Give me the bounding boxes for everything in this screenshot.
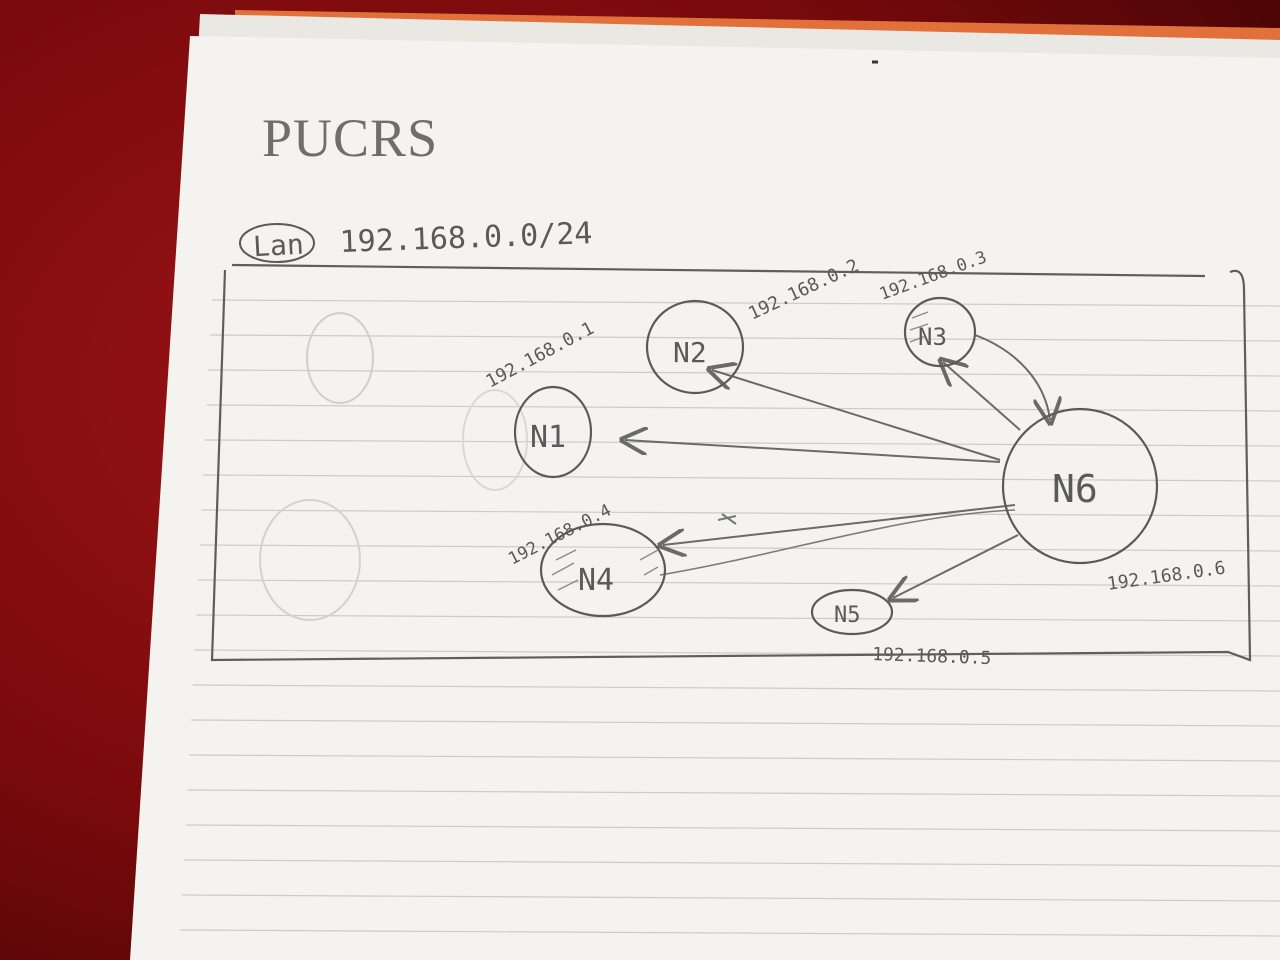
ruled-line: [185, 824, 1280, 832]
ruled-line: [196, 614, 1280, 622]
ruled-line: [182, 894, 1280, 902]
lan-tag-label: Lan: [252, 228, 304, 264]
ruled-line: [197, 579, 1280, 587]
ruled-line: [208, 369, 1280, 377]
node-label: N1: [530, 420, 566, 455]
ruled-line: [204, 439, 1280, 447]
ruled-lines: [180, 299, 1280, 937]
edge-n6-n4: [663, 504, 1016, 545]
node-n5: N5 192.168.0.5: [810, 588, 992, 669]
edge-n6-n1: [625, 440, 1001, 463]
ruled-line: [190, 719, 1280, 727]
ruled-line: [180, 929, 1280, 937]
node-label: N2: [673, 336, 707, 369]
ruled-line: [194, 649, 1280, 657]
erased-circle: [306, 312, 374, 404]
node-circle: [539, 522, 667, 618]
node-circle: [1001, 407, 1159, 565]
node-label: N4: [578, 563, 614, 598]
ruled-line: [187, 789, 1280, 797]
erased-circle: [462, 389, 528, 491]
edge-layer: [625, 334, 1050, 598]
ruled-line: [211, 299, 1280, 307]
ruled-line: [183, 859, 1280, 867]
ruled-line: [203, 474, 1280, 482]
node-label: N6: [1052, 467, 1098, 511]
node-label: N5: [834, 603, 861, 628]
edge-n3-n6: [974, 334, 1050, 420]
node-circle: [513, 385, 593, 479]
node-label: N3: [918, 323, 947, 351]
erased-circle: [259, 499, 361, 621]
ruled-line: [199, 544, 1280, 552]
node-shading: [909, 311, 929, 343]
lan-tag-circle: [239, 223, 315, 263]
ruled-line: [189, 754, 1280, 762]
edge-n6-n3: [943, 362, 1021, 431]
edge-n6-n5: [893, 534, 1019, 598]
ruled-line: [210, 334, 1280, 342]
edge-n4-n6-curve: [659, 509, 1016, 576]
node-shading: [551, 549, 659, 591]
node-ip: 192.168.0.5: [872, 644, 992, 669]
node-circle: [810, 588, 894, 636]
node-circle: [645, 299, 745, 395]
edge-n6-n2: [712, 370, 1001, 461]
paper-sheet: [130, 36, 1280, 960]
ruled-line: [201, 509, 1280, 517]
pencil-scribble: [717, 513, 737, 525]
brand-logo: PUCRS: [262, 108, 438, 168]
ruled-line: [206, 404, 1280, 412]
lan-box: [210, 263, 1252, 662]
ruled-line: [192, 684, 1280, 692]
node-circle: [903, 296, 977, 368]
